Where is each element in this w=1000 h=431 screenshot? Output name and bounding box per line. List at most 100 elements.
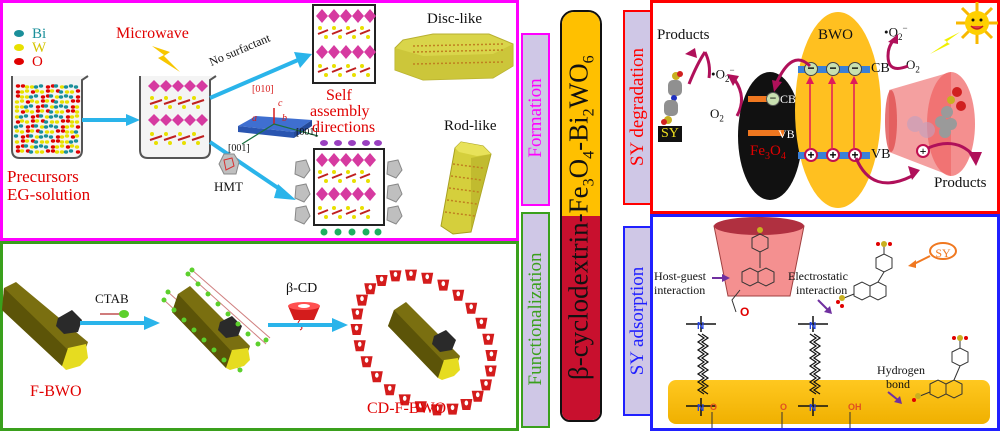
precursor-particle — [28, 104, 34, 108]
precursor-particle — [68, 149, 74, 153]
microwave-label: Microwave — [116, 25, 189, 42]
self-assembly-label-line3: directions — [312, 119, 376, 136]
legend-dot-w — [14, 44, 24, 51]
precursor-particle — [64, 90, 70, 94]
cd-linker: O — [731, 289, 749, 319]
precursor-particle — [29, 85, 35, 89]
fbwo-label: F-BWO — [30, 383, 82, 400]
precursor-particle — [58, 90, 64, 94]
precursor-particle — [33, 85, 39, 89]
precursor-particle — [24, 120, 30, 124]
precursor-particle — [15, 90, 21, 94]
precursor-particle — [75, 150, 81, 154]
o2-right: O2 — [906, 57, 920, 75]
bwo-label: BWO — [818, 27, 853, 43]
precursor-particle — [74, 105, 80, 109]
precursor-particle — [34, 100, 40, 104]
precursor-particle — [58, 95, 64, 99]
precursor-particle — [39, 125, 45, 129]
precursor-particle — [20, 135, 26, 139]
precursor-particle — [35, 109, 41, 113]
precursor-particle — [59, 110, 65, 114]
cyclodextrin-cavity — [418, 402, 423, 408]
o2-radical-right: •O2− — [884, 23, 908, 42]
hole-transfer-arrow — [854, 157, 920, 185]
precursor-particle — [33, 145, 39, 149]
precursor-particle — [33, 94, 39, 98]
precursor-particle — [44, 99, 50, 103]
formula-wo: WO — [563, 63, 594, 109]
precursor-particle — [43, 134, 49, 138]
products-arrow-right — [927, 142, 982, 166]
precursor-particle — [54, 120, 60, 124]
precursor-particle — [19, 119, 25, 123]
precursor-particle — [49, 130, 55, 134]
sy-label: SY — [661, 126, 679, 141]
precursor-particle — [70, 99, 76, 103]
fbwo-rod — [2, 282, 88, 370]
precursor-particle — [63, 94, 69, 98]
ctab-coated-rod — [161, 267, 271, 373]
precursor-particle — [50, 139, 56, 143]
precursor-particle — [18, 124, 24, 128]
cyclodextrin-cavity — [368, 284, 373, 290]
formation-tab: Formation — [521, 33, 550, 206]
fe3o4-cb-bar — [748, 96, 772, 102]
cyclodextrin-cavity — [488, 367, 493, 373]
bwo-vb-label: VB — [871, 147, 891, 162]
formula-sub-4: 4 — [580, 150, 598, 159]
precursor-particle — [14, 105, 20, 109]
crystal-plate — [238, 108, 319, 145]
precursor-particle — [53, 125, 59, 129]
precursor-particle — [69, 144, 75, 148]
legend-label-o: O — [32, 54, 43, 70]
precursor-particle — [54, 145, 60, 149]
precursor-particle — [30, 115, 36, 119]
precursor-particle — [38, 130, 44, 134]
cyclodextrin-cavity — [469, 304, 473, 310]
degradation-tab-label: SY degradation — [627, 47, 648, 167]
precursor-particle — [70, 105, 76, 109]
functionalization-tab: Functionalization — [521, 212, 550, 428]
precursor-particle — [19, 90, 25, 94]
cd-fbwo-label: CD-F-BWO — [367, 400, 447, 417]
precursor-particle — [54, 95, 60, 99]
precursor-particle — [19, 149, 25, 153]
precursor-particle — [70, 109, 76, 113]
precursor-particle — [39, 150, 45, 154]
cyclodextrin-cavity — [486, 335, 491, 341]
precursor-particle — [64, 134, 70, 138]
cyclodextrin-cavity — [360, 296, 364, 302]
svg-text:O: O — [740, 305, 749, 319]
precursor-particle — [53, 100, 59, 104]
precursor-particle — [70, 135, 76, 139]
precursor-particle — [73, 85, 79, 89]
support-surface — [668, 380, 990, 424]
precursor-particle — [45, 85, 51, 89]
precursor-particle — [13, 134, 19, 138]
precursor-particle — [59, 85, 65, 89]
precursor-particle — [38, 114, 44, 118]
precursor-particle — [65, 109, 71, 113]
fe3o4-label: Fe3O4 — [750, 143, 786, 162]
precursor-particle — [64, 100, 70, 104]
svg-text:O: O — [710, 402, 717, 412]
curved-arrows-left — [685, 48, 743, 117]
ctab-chain-middle: N N — [798, 316, 828, 416]
precursor-particle — [25, 100, 31, 104]
arrow-no-surfactant — [209, 52, 312, 100]
precursor-particle — [49, 89, 55, 93]
precursor-particle — [13, 125, 19, 129]
formula-o: O — [563, 158, 594, 179]
precursor-particle — [40, 95, 46, 99]
axis-label-b: b — [282, 113, 287, 124]
precursor-particle — [28, 95, 34, 99]
hole-carrier-icon: + — [826, 148, 840, 162]
precursor-particle — [59, 100, 65, 104]
formula-sub-2: 2 — [580, 108, 598, 117]
precursor-particle — [75, 99, 81, 103]
precursor-particle — [75, 89, 81, 93]
svg-text:N: N — [809, 403, 816, 414]
svg-text:N: N — [697, 321, 704, 332]
